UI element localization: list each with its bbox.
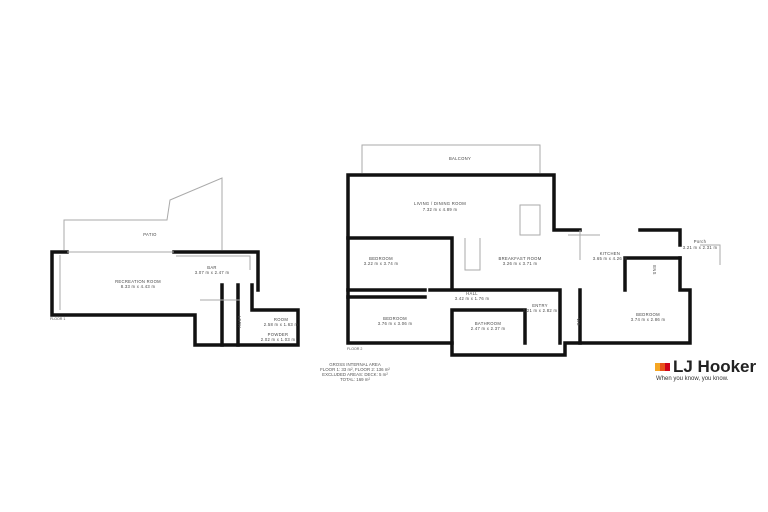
room-label: LDRY [237,316,242,328]
logo-swatch [665,363,670,371]
interior-walls [346,236,682,345]
room-size: 2.58 m x 1.63 m [264,322,299,327]
area-heading: GROSS INTERNAL AREA [329,362,381,367]
room-label: POWDER [268,332,289,337]
room-size: 3.21 m x 2.31 m [683,245,718,250]
patio-outline [63,177,223,250]
logo-tagline: When you know, you know. [656,376,729,382]
floor-2-walls [346,173,692,357]
room-size: 3.42 m x 1.76 m [455,296,490,301]
balcony-outline [361,144,541,173]
area-line: FLOOR 1: 33 m², FLOOR 2: 136 m² [320,367,390,372]
floor-1-walls [50,250,300,347]
room-label: BEDROOM [383,316,407,321]
room-label: ENTRY [532,303,548,308]
room-size: 3.26 m x 3.71 m [503,261,538,266]
room-size: 7.32 m x 4.89 m [423,207,458,212]
room-label: ENS [652,265,657,275]
room-label: PATIO [143,232,157,237]
room-size: 2.21 m x 2.82 m [523,308,558,313]
stair-walls [220,283,240,347]
room-label: ROOM [274,317,288,322]
floor-label: FLOOR 1 [50,317,65,321]
room-label: HALL [466,291,478,296]
room-label: BALCONY [449,156,471,161]
lj-hooker-logo: LJ Hooker When you know, you know. [655,357,757,382]
floor-label: FLOOR 2 [347,347,362,351]
room-size: 3.22 m x 3.74 m [364,261,399,266]
room-label: BATHROOM [475,321,501,326]
logo-swatch [655,363,660,371]
room-label: WC [576,318,581,326]
room-label: BREAKFAST ROOM [499,256,542,261]
logo-brand: LJ Hooker [673,357,757,376]
room-size: 3.07 m x 2.47 m [195,270,230,275]
room-label: Porch [694,239,707,244]
logo-swatch [660,363,665,371]
room-label: LIVING / DINING ROOM [414,201,466,206]
room-label: BEDROOM [369,256,393,261]
area-line: EXCLUDED AREAS: DECK: 5 m² [322,372,388,377]
room-label: RECREATION ROOM [115,279,161,284]
room-size: 2.02 m x 1.03 m [261,337,296,342]
room-size: 3.65 m x 4.26 m [593,256,628,261]
area-summary: GROSS INTERNAL AREA FLOOR 1: 33 m², FLOO… [320,362,390,382]
room-size: 2.47 m x 2.37 m [471,326,506,331]
area-line: TOTAL: 169 m² [340,377,370,382]
room-label: KITCHEN [600,251,620,256]
room-label: BEDROOM [636,312,660,317]
room-size: 8.33 m x 4.43 m [121,284,156,289]
room-label: BAR [207,265,217,270]
floor-1: PATIO BAR 3.07 m x 2.47 m RECREATION ROO… [50,177,300,347]
fixtures [464,204,721,271]
room-size: 3.74 m x 2.86 m [631,317,666,322]
interior-lines [59,251,251,310]
room-size: 3.76 m x 3.06 m [378,321,413,326]
floor-2: BALCONY LIVING / DINING ROOM 7.32 m x 4.… [346,144,721,357]
